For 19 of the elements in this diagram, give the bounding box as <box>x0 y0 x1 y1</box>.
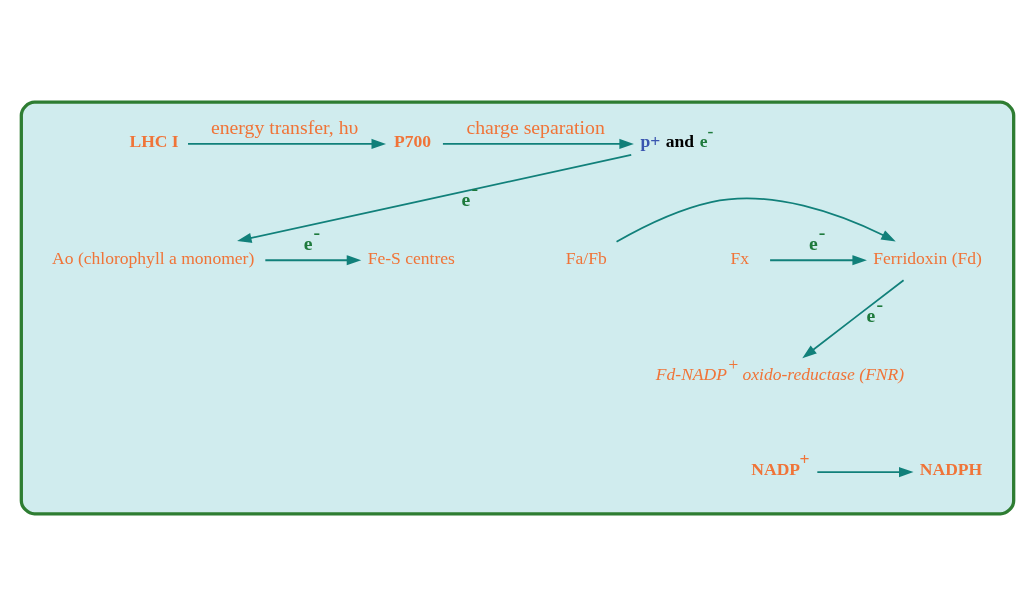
edge-label: energy transfer, hυ <box>210 115 359 138</box>
node-text: NADPH <box>919 458 983 479</box>
node-text: Ferridoxin (Fd) <box>873 247 982 268</box>
node-text: Fe-S centres <box>367 247 455 268</box>
arrow <box>237 153 633 243</box>
node-text: Ao (chlorophyll a monomer) <box>52 247 255 268</box>
arrow <box>802 278 905 358</box>
edge-label: charge separation <box>466 115 605 138</box>
arrow <box>442 138 634 149</box>
cluster <box>19 100 1016 515</box>
arrow <box>816 466 914 477</box>
node-text: LHC I <box>129 130 179 151</box>
arrow <box>187 138 387 149</box>
node-text: Fx <box>730 247 750 268</box>
node-text: P700 <box>394 130 432 151</box>
node-text: Fa/Fb <box>565 247 607 268</box>
arrow <box>769 254 867 265</box>
arrow <box>264 254 362 265</box>
arrow <box>615 197 896 243</box>
